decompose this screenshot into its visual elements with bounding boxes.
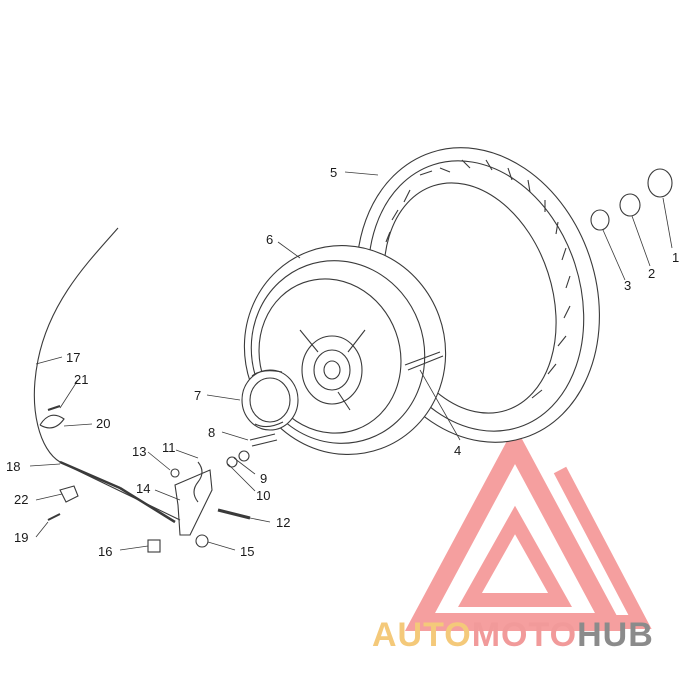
label-10: 10 [256,488,270,503]
label-11: 11 [162,440,176,455]
label-1: 1 [672,250,679,265]
label-2: 2 [648,266,655,281]
label-16: 16 [98,544,112,559]
brand-auto: AUTO [372,616,472,654]
label-21: 21 [74,372,88,387]
label-9: 9 [260,471,267,486]
tyre-valve [404,351,444,371]
cable-adjuster-18 [59,460,176,524]
label-15: 15 [240,544,254,559]
nut-13 [170,468,180,478]
label-22: 22 [14,492,28,507]
brand-moto: MOTO [471,616,578,654]
label-6: 6 [266,232,273,247]
part-labels: 1 2 3 4 5 6 7 8 9 10 11 12 13 14 15 16 1… [6,165,679,559]
label-19: 19 [14,530,28,545]
logo-triangle-inner [458,505,572,607]
hub-cap [647,168,673,198]
label-18: 18 [6,459,20,474]
label-5: 5 [330,165,337,180]
bushing-16 [147,539,161,553]
logo-triangle-outer [404,425,626,631]
screw-21 [47,405,61,411]
washer-9 [238,450,250,462]
watermark-brand: AUTOMOTOHUB [372,616,692,656]
logo-chevron [553,466,652,629]
brake-shoes [241,369,299,431]
label-4: 4 [454,443,461,458]
spacer [619,193,641,217]
label-13: 13 [132,444,146,459]
label-7: 7 [194,388,201,403]
label-8: 8 [208,425,215,440]
washer-10 [226,456,238,468]
label-12: 12 [276,515,290,530]
label-14: 14 [136,481,150,496]
return-spring [193,461,203,503]
brand-hub: HUB [577,616,654,654]
screw-19 [47,513,61,521]
brake-lever [174,469,213,536]
label-17: 17 [66,350,80,365]
brake-cable [33,227,181,521]
washer-3 [590,209,610,231]
bracket-22 [59,485,79,503]
watermark-logo [404,425,652,631]
brake-cam [249,433,278,447]
nut-15 [195,534,209,548]
cable-clamp-20 [39,414,65,429]
label-20: 20 [96,416,110,431]
label-3: 3 [624,278,631,293]
